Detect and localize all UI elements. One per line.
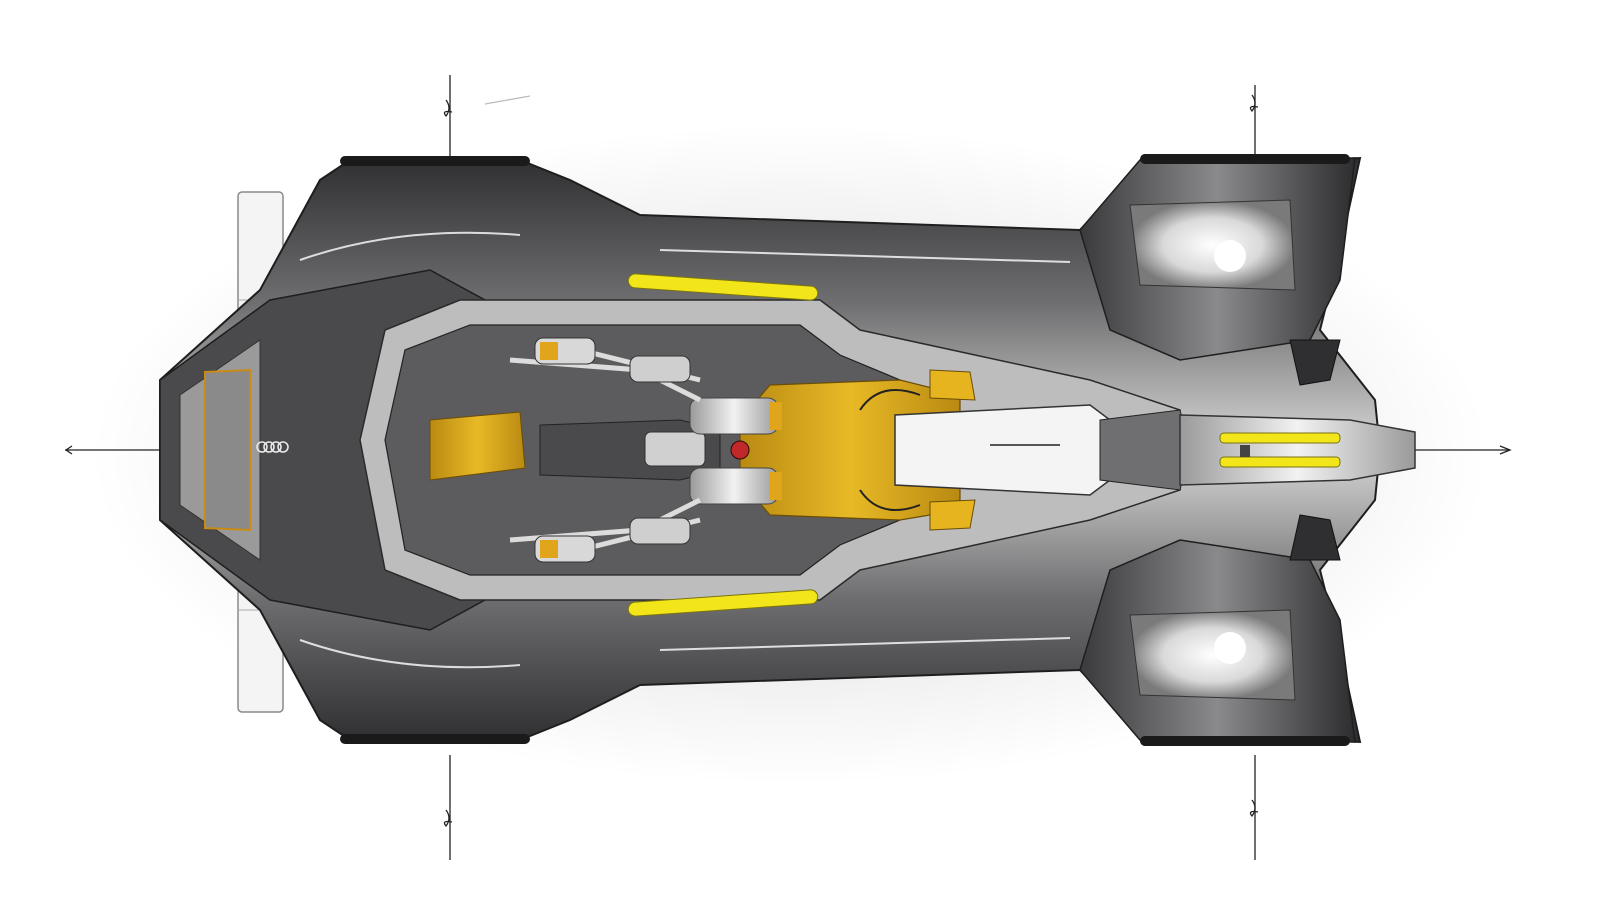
start-button-icon (730, 440, 750, 460)
rear-wheel-bottom (1140, 736, 1350, 746)
exhaust-divider (1240, 445, 1250, 457)
nose-intake (204, 368, 251, 532)
engine-cover (894, 404, 1111, 496)
four-rings-logo (256, 441, 289, 453)
axle-mark-icon (443, 809, 453, 828)
exhaust-light-top (1219, 432, 1341, 444)
pod-accent-bottom (770, 472, 782, 500)
front-wheel-bottom (340, 734, 530, 744)
driver-seat (429, 411, 526, 481)
side-light-strip-top (627, 273, 819, 301)
seat-bolster-top (929, 369, 976, 401)
body-highlights (299, 231, 1071, 669)
side-light-strip-bottom (627, 589, 819, 617)
console-display (644, 431, 706, 467)
arrow-right-icon (1499, 445, 1512, 455)
suspension-dampers (534, 337, 691, 563)
rear-wheel-top (1140, 154, 1350, 164)
rear-lamp-top (1129, 199, 1296, 291)
rear-lamp-bottom (1129, 609, 1296, 701)
rear-fairing (1099, 409, 1191, 491)
rear-diffuser (1289, 339, 1341, 561)
control-pod-top (689, 397, 779, 435)
axle-mark-icon (443, 99, 453, 118)
axle-mark-icon (1249, 94, 1259, 113)
arrow-left-icon (64, 445, 73, 455)
rear-exhaust (1179, 414, 1416, 486)
axle-mark-icon (1249, 799, 1259, 818)
exhaust-light-bottom (1219, 456, 1341, 468)
control-pod-bottom (689, 467, 779, 505)
seat-bolster-bottom (929, 499, 976, 531)
front-wheel-top (340, 156, 530, 166)
pod-accent-top (770, 402, 782, 430)
seat-harness (859, 389, 921, 511)
